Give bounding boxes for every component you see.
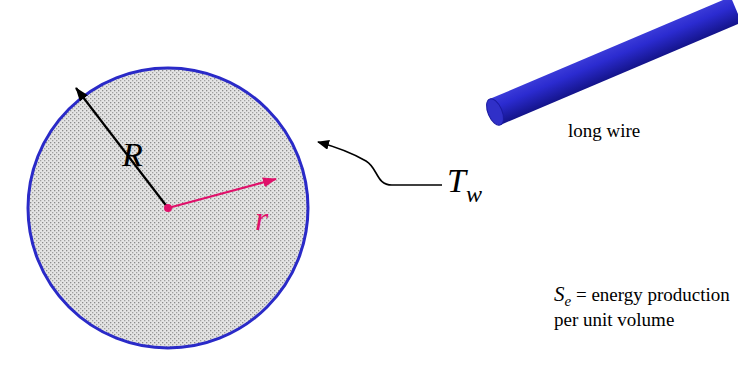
wire-cylinder: [483, 0, 738, 128]
radius-label: R: [122, 136, 143, 174]
source-note: Se = energy production per unit volume: [554, 283, 730, 331]
source-subscript: e: [565, 293, 572, 309]
temperature-symbol: T: [447, 162, 466, 199]
source-symbol: S: [554, 282, 565, 306]
leader-line: [318, 142, 442, 185]
wire-label: long wire: [568, 120, 640, 142]
radius-arrow: [76, 88, 168, 208]
source-description: = energy production per unit volume: [554, 284, 730, 330]
wire-cross-section: Rr: [26, 66, 310, 350]
coordinate-label: r: [255, 200, 268, 238]
temperature-subscript: w: [466, 181, 482, 207]
wall-temperature: Tw: [447, 162, 482, 200]
